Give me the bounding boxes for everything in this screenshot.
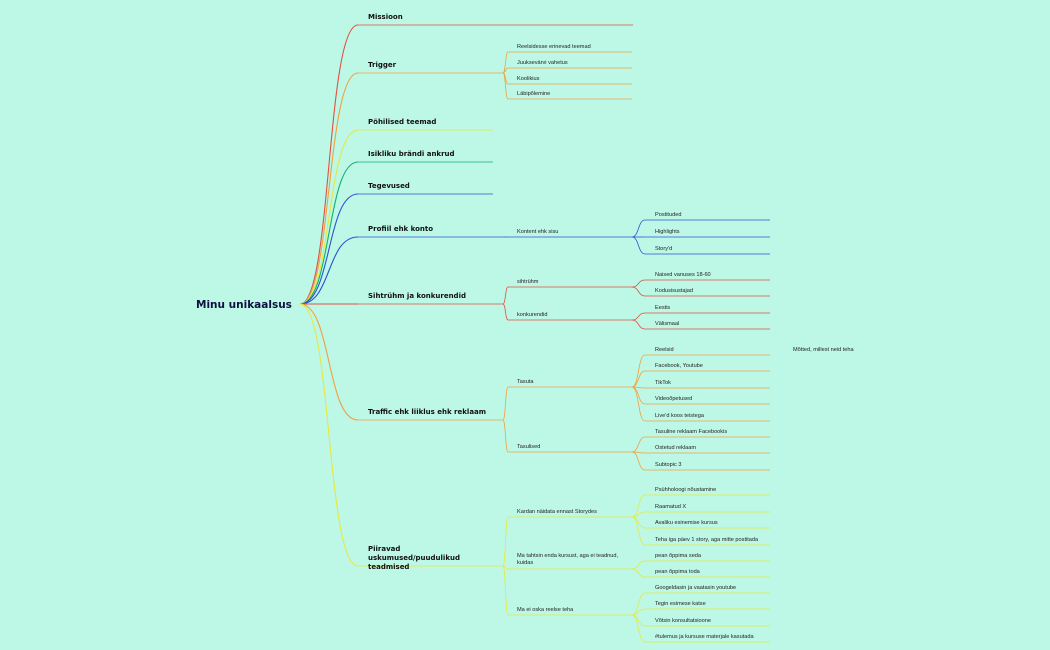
leaf-connector (631, 494, 646, 518)
branch-connector (299, 193, 359, 305)
leaf-topic[interactable]: Tasuline reklaam Facebookis (655, 429, 727, 435)
leaf-connector (631, 592, 646, 616)
leaf-connector (631, 354, 646, 388)
leaf-connector (631, 370, 646, 388)
leaf-connector (631, 286, 646, 297)
leaf-connector (631, 386, 646, 405)
subtopic[interactable]: Reelsidesse erinevad teemad (517, 44, 591, 50)
subtopic[interactable]: Kardan näidata ennast Storydes (517, 509, 597, 515)
leaf-connector (631, 312, 646, 321)
leaf-topic[interactable]: Facebook, Youtube (655, 363, 703, 369)
subtopic[interactable]: konkurendid (517, 312, 547, 318)
subtopic[interactable]: Koolikius (517, 76, 540, 82)
subtopic[interactable]: Kontent ehk sisu (517, 229, 558, 235)
subtopic-connector (502, 386, 509, 421)
leaf-connector (631, 436, 646, 453)
branch-topic[interactable]: Missioon (368, 13, 403, 21)
leaf-connector (631, 614, 646, 627)
leaf-topic[interactable]: Subtopic 3 (655, 462, 681, 468)
leaf-connector (631, 614, 646, 643)
subtopic-connector (502, 286, 509, 305)
subtopic-connector (502, 565, 509, 616)
leaf-topic[interactable]: Raamatud X (655, 504, 686, 510)
branch-topic[interactable]: Põhilised teemad (368, 118, 436, 126)
subtopic[interactable]: Tasulised (517, 444, 540, 450)
branch-topic[interactable]: Isikliku brändi ankrud (368, 150, 455, 158)
leaf-connector (631, 608, 646, 616)
leaf-connector (631, 451, 646, 471)
leaf-connector (631, 568, 646, 578)
leaf-topic[interactable]: Googeldasin ja vaatasin youtube (655, 585, 736, 591)
branch-connector (299, 24, 359, 305)
branch-connector (299, 303, 359, 421)
leaf-topic[interactable]: Highlights (655, 229, 680, 235)
subtopic-connector (502, 419, 509, 453)
leaf-topic[interactable]: Reelsid (655, 347, 674, 353)
subtopic[interactable]: sihtrühm (517, 279, 539, 285)
branch-connector (299, 72, 359, 305)
branch-topic[interactable]: Traffic ehk liiklus ehk reklaam (368, 408, 486, 416)
leaf-connector (631, 516, 646, 546)
subtopic-connector (502, 303, 509, 321)
subtopic-connector (502, 516, 509, 567)
leaf-topic[interactable]: Postituded (655, 212, 681, 218)
leaf-connector (631, 236, 646, 255)
leaf-topic[interactable]: Eestis (655, 305, 670, 311)
leaf-topic[interactable]: Võtsin konsultatsioone (655, 618, 711, 624)
leaf-connector (631, 560, 646, 570)
subtopic[interactable]: Läbipõlemine (517, 91, 550, 97)
leaf-topic[interactable]: pean õppima toda (655, 569, 701, 575)
subtopic-connector (502, 565, 509, 570)
leaf-topic[interactable]: Psühholoogi nõustamine (655, 487, 716, 493)
leaf-connector (631, 386, 646, 422)
leaf-topic[interactable]: Teha iga päev 1 story, aga mitte postita… (655, 537, 759, 543)
leaf-topic[interactable]: Tegin esimese katse (655, 601, 706, 607)
leaf-connector (631, 279, 646, 288)
leaf-topic[interactable]: Naised vanuses 18-60 (655, 272, 711, 278)
leaf-topic[interactable]: TikTok (655, 380, 671, 386)
branch-topic[interactable]: Sihtrühm ja konkurendid (368, 292, 466, 300)
leaf-topic[interactable]: Avaliku esinemise kursus (655, 520, 718, 526)
root-topic[interactable]: Minu unikaalsus (196, 299, 292, 311)
branch-connector (299, 236, 359, 305)
leaf-connector (631, 219, 646, 238)
leaf-topic[interactable]: pean õppima seda (655, 553, 702, 559)
leaf-connector (631, 319, 646, 330)
mind-map-connectors (299, 24, 770, 643)
leaf-topic[interactable]: Story'd (655, 246, 672, 252)
subtopic-connector (502, 72, 509, 100)
subtopic[interactable]: Ma ei oska reelse teha (517, 607, 574, 613)
leaf-topic[interactable]: Ostetud reklaam (655, 445, 696, 451)
leaf-topic[interactable]: Kodusisustajad (655, 288, 693, 294)
branch-topic[interactable]: Profiil ehk konto (368, 225, 433, 233)
leaf-topic[interactable]: Videoõpetused (655, 396, 692, 402)
branch-connector (299, 303, 359, 567)
branch-topic[interactable]: Tegevused (368, 182, 410, 190)
leaf-topic[interactable]: #tulemus ja kursuse materjale kasutada (655, 634, 754, 640)
subtopic[interactable]: Juuksevärvi vahetus (517, 60, 568, 66)
branch-connector (299, 161, 359, 305)
subtopic-connector (502, 51, 509, 74)
leaf-topic-deep[interactable]: Mõtted, millest neid teha (793, 347, 855, 353)
subtopic[interactable]: Tasuta (517, 379, 534, 385)
branch-connector (299, 129, 359, 305)
leaf-topic[interactable]: Live'd koos teistega (655, 413, 705, 419)
subtopic[interactable]: Ma tahtsin enda kursust, aga ei teadnud,… (517, 553, 619, 566)
branch-topic[interactable]: Trigger (368, 61, 397, 69)
leaf-topic[interactable]: Välismaal (655, 321, 679, 327)
